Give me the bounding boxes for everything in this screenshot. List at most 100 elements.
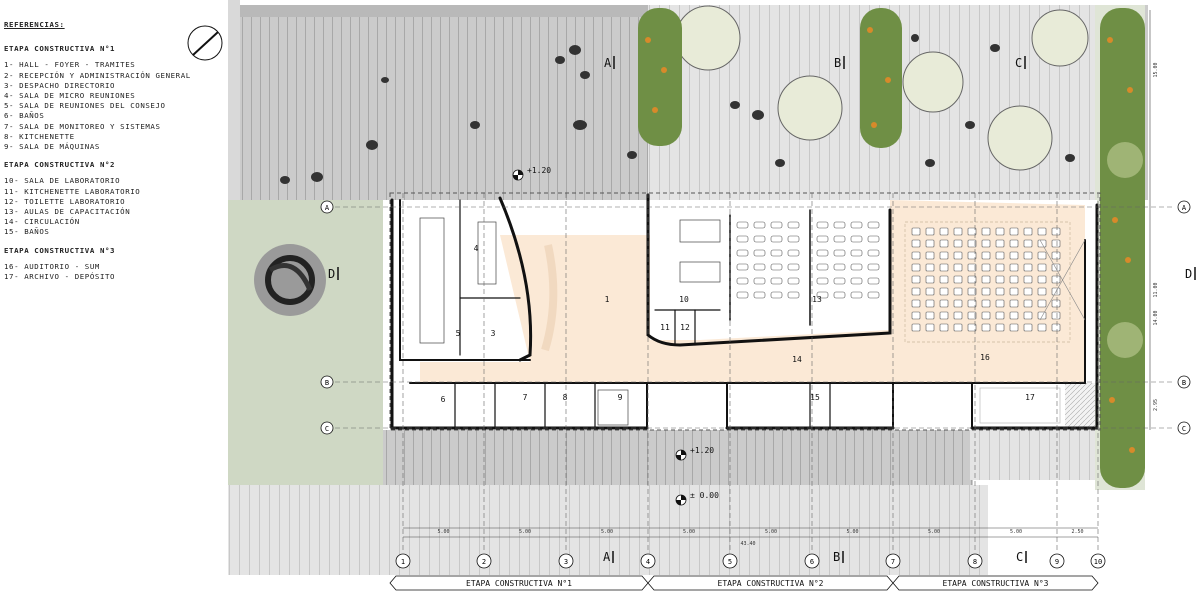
section-letter: A (603, 550, 611, 564)
grid-bubble-label: 4 (646, 558, 650, 566)
grid-bubble-label: 9 (1055, 558, 1059, 566)
section-letter: B (834, 56, 841, 70)
grid-row-label: A (325, 204, 330, 212)
grid-bubble-label: 1 (401, 558, 405, 566)
section-letter: D (328, 267, 335, 281)
stage-1: ETAPA CONSTRUCTIVA N°1 (389, 575, 649, 591)
legend-stage2-heading: ETAPA CONSTRUCTIVA N°2 (4, 160, 116, 170)
lawn-area (228, 200, 383, 485)
section-letter: C (1015, 56, 1022, 70)
legend-item: 3- DESPACHO DIRECTORIO (4, 80, 116, 90)
stage-bar: ETAPA CONSTRUCTIVA N°1 ETAPA CONSTRUCTIVA… (389, 575, 1099, 591)
stage-2: ETAPA CONSTRUCTIVA N°2 (647, 575, 894, 591)
legend-stage1-heading: ETAPA CONSTRUCTIVA N°1 (4, 44, 116, 54)
grid-bubble-label: 7 (891, 558, 895, 566)
dimension-value: 5.00 (601, 529, 613, 535)
dimension-value: 5.00 (765, 529, 777, 535)
legend: REFERENCIAS: ETAPA CONSTRUCTIVA N°1 1- H… (4, 20, 219, 282)
section-letter: A (604, 56, 612, 70)
level-marker: +1.20 (675, 446, 714, 461)
legend-title: REFERENCIAS: (4, 20, 65, 29)
room-number-15: 15 (810, 393, 820, 402)
dimension-total: 43.40 (740, 541, 755, 547)
grid-row-A: A (1177, 200, 1191, 214)
room-number-6: 6 (441, 395, 446, 404)
grid-row-label: C (1182, 425, 1186, 433)
stage-label: ETAPA CONSTRUCTIVA N°3 (943, 579, 1049, 588)
circular-planters (675, 5, 1089, 171)
legend-item: 1- HALL - FOYER - TRAMITES (4, 60, 136, 70)
building-floor (392, 200, 1097, 428)
dimension-value-right: 11.00 (1153, 282, 1159, 297)
legend-item: 6- BAÑOS (4, 111, 45, 121)
grid-bubble-label: 5 (728, 558, 732, 566)
section-mark-B: B (834, 56, 845, 70)
grid-bubble-5: 5 (722, 553, 738, 569)
room-number-9: 9 (618, 393, 623, 402)
room-number-1: 1 (605, 295, 610, 304)
room-number-4: 4 (474, 244, 479, 253)
grid-bubble-7: 7 (885, 553, 901, 569)
section-mark-bottom-C: C (1016, 550, 1027, 564)
level-value: +1.20 (690, 446, 714, 455)
legend-item: 11- KITCHENETTE LABORATORIO (4, 186, 141, 196)
structural-grid (335, 193, 1175, 553)
legend-item: 7- SALA DE MONITOREO Y SISTEMAS (4, 121, 161, 131)
grid-column-bubbles: 1 2 3 4 5 6 7 8 9 10 (395, 553, 1106, 569)
dimension-value-right: 14.00 (1153, 310, 1159, 325)
legend-item: 8- KITCHENETTE (4, 131, 75, 141)
stage-label: ETAPA CONSTRUCTIVA N°2 (718, 579, 824, 588)
north-arrow-icon (187, 25, 223, 61)
dimension-value-right: 2.95 (1153, 399, 1159, 411)
legend-stage3-list: 16- AUDITORIO - SUM 17- ARCHIVO - DEPÓSI… (4, 262, 219, 282)
room-number-12: 12 (680, 323, 690, 332)
section-mark-bottom-A: A (603, 550, 614, 564)
level-value: +1.20 (527, 166, 551, 175)
section-mark-bottom-B: B (833, 550, 844, 564)
legend-stage2-list: 10- SALA DE LABORATORIO 11- KITCHENETTE … (4, 176, 219, 237)
room-number-14: 14 (792, 355, 802, 364)
room-number-7: 7 (523, 393, 528, 402)
grid-row-C: C (1177, 421, 1191, 435)
grid-row-B: B (320, 375, 334, 389)
grid-bubble-6: 6 (804, 553, 820, 569)
room-number-3: 3 (491, 329, 496, 338)
room-number-17: 17 (1025, 393, 1035, 402)
stage-3: ETAPA CONSTRUCTIVA N°3 (892, 575, 1099, 591)
legend-item: 4- SALA DE MICRO REUNIONES (4, 91, 136, 101)
level-value: ± 0.00 (690, 491, 719, 500)
legend-item: 15- BAÑOS (4, 227, 50, 237)
room-number-13: 13 (812, 295, 822, 304)
sculpture (254, 244, 326, 316)
grid-row-label: C (325, 425, 329, 433)
grid-bubble-4: 4 (640, 553, 656, 569)
grid-bubble-2: 2 (476, 553, 492, 569)
grid-bubble-label: 2 (482, 558, 486, 566)
grid-bubble-label: 10 (1094, 558, 1102, 566)
legend-stage1-list: 1- HALL - FOYER - TRAMITES 2- RECEPCIÓN … (4, 60, 219, 152)
grid-bubble-label: 8 (973, 558, 977, 566)
chair-rows (736, 221, 1061, 332)
section-mark-A: A (604, 56, 615, 70)
section-mark-D: D (1185, 267, 1196, 281)
legend-item: 2- RECEPCIÓN Y ADMINISTRACIÓN GENERAL (4, 70, 191, 80)
legend-item: 14- CIRCULACIÓN (4, 217, 80, 227)
grid-row-C: C (320, 421, 334, 435)
furniture (419, 217, 1071, 426)
section-mark-D: D (328, 267, 339, 281)
legend-item: 12- TOILETTE LABORATORIO (4, 196, 126, 206)
room-number-11: 11 (660, 323, 670, 332)
section-markers: A B C D D A B C (328, 56, 1196, 564)
dimension-value: 5.00 (1010, 529, 1022, 535)
dimension-value: 5.00 (437, 529, 449, 535)
grid-bubble-8: 8 (967, 553, 983, 569)
section-mark-C: C (1015, 56, 1026, 70)
grid-bubble-label: 3 (564, 558, 568, 566)
legend-item: 17- ARCHIVO - DEPÓSITO (4, 272, 116, 282)
level-marker: ± 0.00 (675, 491, 719, 506)
grid-row-label: A (1182, 204, 1187, 212)
